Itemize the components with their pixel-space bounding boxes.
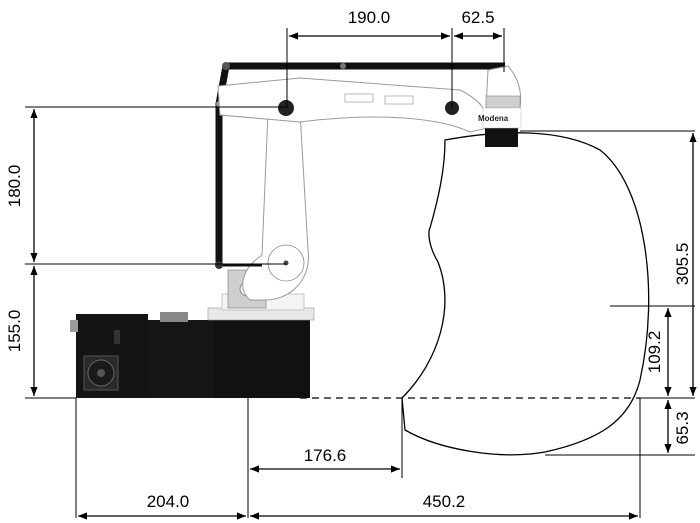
robot-base	[214, 318, 310, 398]
shoulder-joint	[278, 100, 294, 116]
dim-190: 190.0	[348, 8, 391, 27]
upper-arm	[217, 77, 489, 133]
end-effector	[485, 128, 518, 147]
dim-62-5: 62.5	[461, 8, 494, 27]
drive-box	[148, 320, 214, 398]
extension-lines	[25, 28, 695, 518]
dim-450-2: 450.2	[423, 492, 466, 511]
dim-204: 204.0	[147, 492, 190, 511]
dim-109-2: 109.2	[645, 331, 664, 374]
dim-155: 155.0	[5, 310, 24, 353]
brand-label: Modena	[478, 114, 509, 123]
lower-arm	[242, 111, 309, 301]
dimension-arrows	[30, 32, 697, 520]
dim-176-6: 176.6	[304, 446, 347, 465]
dim-65-3: 65.3	[673, 411, 692, 444]
tool-flange	[485, 95, 521, 109]
work-envelope-outline	[401, 132, 650, 456]
dim-305-5: 305.5	[673, 243, 692, 286]
dim-180: 180.0	[5, 165, 24, 208]
robot-arm: Modena	[70, 62, 522, 398]
parallel-link	[215, 62, 505, 265]
